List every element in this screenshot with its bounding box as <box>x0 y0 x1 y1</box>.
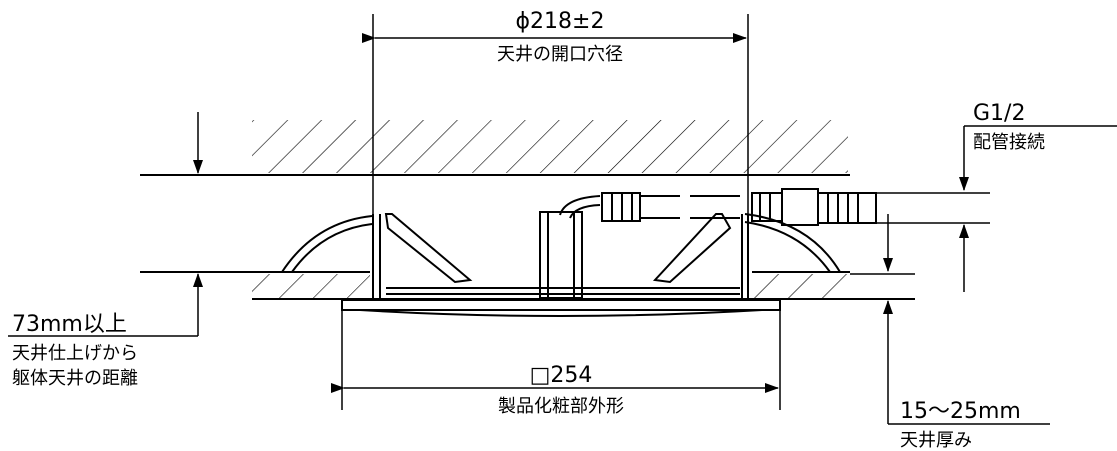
product-caption: 製品化粧部外形 <box>498 396 624 417</box>
product-dimension-label: □254 <box>530 363 593 388</box>
thickness-caption: 天井厚み <box>900 430 972 451</box>
pipe-size-label: G1/2 <box>973 101 1025 126</box>
min-height-leader <box>8 112 203 337</box>
ceiling-board <box>252 274 848 298</box>
structural-slab <box>252 120 848 173</box>
opening-dimension <box>362 14 749 214</box>
pipe-assembly <box>559 188 877 226</box>
min-height-caption-2: 躯体天井の距離 <box>12 368 138 389</box>
min-height-label: 73mm以上 <box>12 312 127 337</box>
thickness-label: 15〜25mm <box>900 399 1021 424</box>
product-dimension <box>331 310 781 410</box>
pipe-caption: 配管接続 <box>973 132 1045 153</box>
thickness-leader <box>850 214 1050 425</box>
opening-caption: 天井の開口穴径 <box>497 44 623 65</box>
min-height-caption-1: 天井仕上げから <box>12 343 138 364</box>
fixture-body <box>281 211 841 317</box>
opening-dimension-label: ϕ218±2 <box>516 9 605 34</box>
pipe-size-leader <box>876 125 1117 292</box>
